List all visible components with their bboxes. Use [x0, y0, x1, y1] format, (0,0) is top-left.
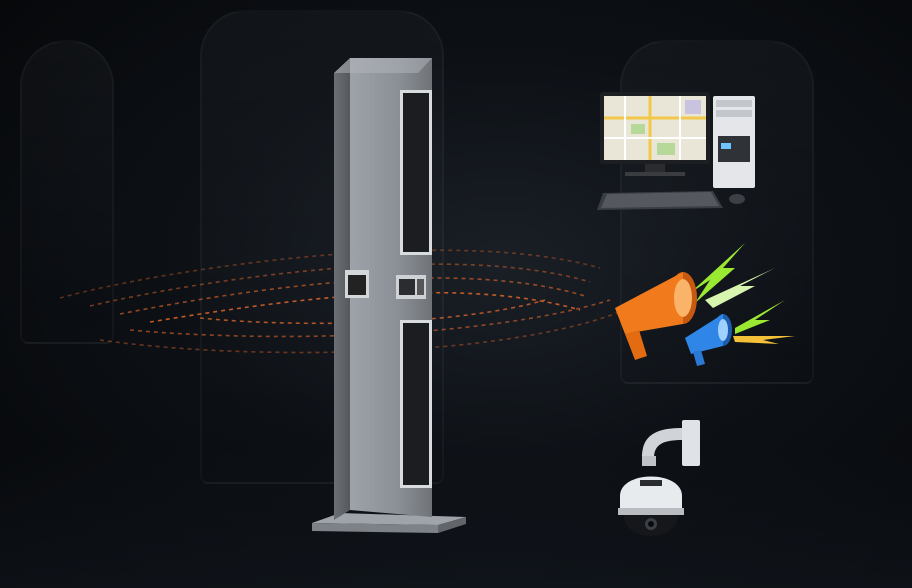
alarm-speakers — [615, 243, 795, 366]
detection-pillar — [312, 58, 466, 533]
ptz-dome-camera — [618, 420, 700, 536]
background-arch-left — [20, 40, 114, 344]
monitoring-computer — [597, 92, 755, 210]
